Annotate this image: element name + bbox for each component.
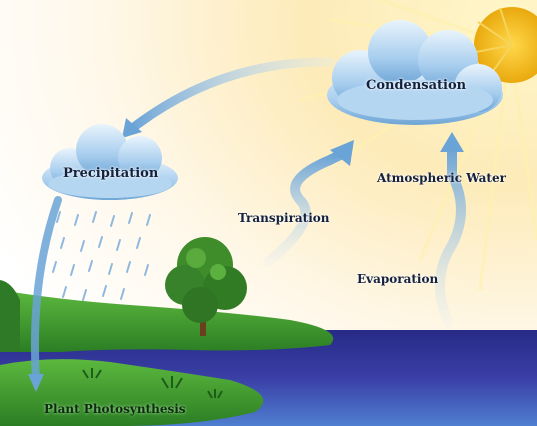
arrowhead <box>330 140 354 166</box>
evaporation-label: Evaporation <box>357 272 439 286</box>
rain-drops <box>52 211 151 301</box>
precipitation-label: Precipitation <box>63 166 159 181</box>
arrowhead <box>122 118 142 138</box>
left-hill <box>0 280 20 352</box>
condensation-to-precipitation-arrow <box>125 57 335 135</box>
precipitation-cloud <box>42 124 178 200</box>
grass-land-lower <box>0 359 264 426</box>
grass-land-upper <box>0 290 334 352</box>
plant-photosynthesis-label: Plant Photosynthesis <box>44 402 186 416</box>
precipitation-down-arrow <box>30 196 62 384</box>
evaporation-arrow <box>435 143 466 327</box>
small-plants <box>82 368 223 399</box>
atmospheric-water-label: Atmospheric Water <box>377 171 506 185</box>
transpiration-arrow <box>263 150 345 267</box>
transpiration-label: Transpiration <box>238 211 330 225</box>
arrowhead <box>440 132 464 152</box>
tree-icon <box>165 237 247 336</box>
condensation-cloud <box>327 20 503 125</box>
sun-icon <box>474 7 537 83</box>
condensation-label: Condensation <box>366 78 467 93</box>
arrowhead <box>28 374 44 392</box>
